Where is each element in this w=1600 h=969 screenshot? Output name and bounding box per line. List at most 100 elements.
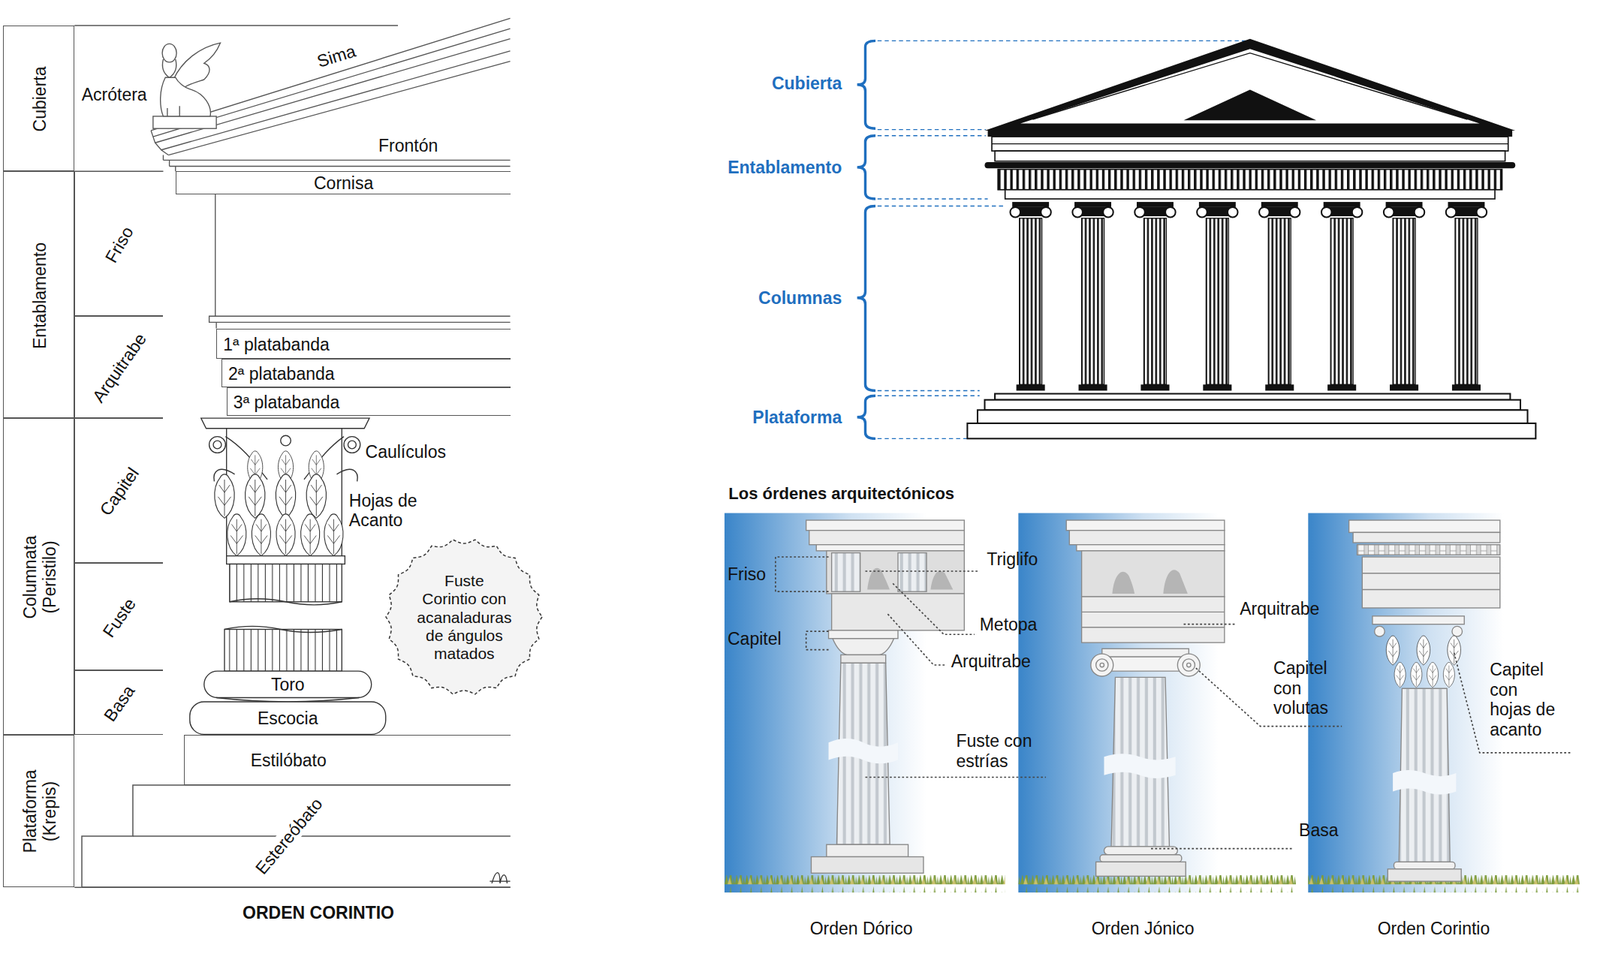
doric-order — [816, 545, 965, 552]
corinthian-order — [1387, 869, 1462, 882]
temple-drawing — [991, 136, 1509, 151]
column-shaft — [229, 599, 342, 606]
ionic-order — [1102, 648, 1190, 657]
part-label: Capitel con volutas — [1273, 659, 1345, 719]
step-outline — [132, 836, 511, 838]
corinthian-capital — [251, 514, 271, 557]
corinthian-order — [1361, 573, 1500, 591]
acroterion-sphinx — [160, 77, 211, 117]
ionic-order — [1081, 611, 1225, 627]
ionic-order — [1111, 569, 1188, 594]
temple-drawing — [1009, 201, 1051, 391]
section-label: Plataforma — [752, 407, 842, 428]
corinthian-order — [1372, 616, 1465, 625]
section-bracket — [857, 40, 876, 439]
subsection-cell: Capitel — [74, 418, 163, 564]
leader-line — [1151, 848, 1294, 850]
temple-drawing — [967, 39, 1536, 440]
corinthian-order — [1394, 662, 1406, 688]
section-label: Entablamento — [727, 157, 842, 178]
ionic-order — [1090, 653, 1114, 677]
column-shaft — [226, 556, 346, 565]
pediment-drawing — [150, 18, 510, 172]
cell-text: Arquitrabe — [88, 329, 151, 407]
part-label: Basa — [1298, 820, 1338, 841]
part-label: Capitel con hojas de acanto — [1489, 659, 1561, 740]
acroterion-sphinx — [153, 42, 221, 129]
section-label: Cubierta — [771, 73, 842, 94]
note-burst: Fuste Corintio con acanaladuras de ángul… — [384, 537, 544, 697]
acroterion-sphinx — [167, 105, 180, 117]
temple-drawing — [994, 394, 1510, 401]
temple-drawing — [1005, 189, 1495, 199]
signature — [489, 873, 510, 884]
ionic-order — [1099, 855, 1182, 863]
part-label: Arquitrabe — [1239, 599, 1320, 619]
column-base — [189, 702, 386, 735]
column-base — [216, 698, 359, 703]
doric-order — [897, 553, 927, 593]
doric-order — [828, 630, 898, 639]
leader-line — [1454, 653, 1572, 754]
frieze-wall — [209, 316, 511, 329]
cell-text: Basa — [99, 681, 139, 726]
ionic-order — [1076, 545, 1225, 552]
column-shaft — [224, 626, 342, 633]
part-label: Triglifo — [986, 549, 1038, 570]
doric-order — [809, 530, 965, 546]
ionic-order — [1066, 520, 1225, 531]
sky-panel — [1307, 513, 1580, 894]
corinthian-capital — [245, 474, 266, 519]
column-shaft — [224, 629, 342, 672]
temple-drawing — [988, 130, 1513, 137]
ionic-order — [1187, 662, 1191, 667]
part-label: Arquitrabe — [951, 650, 1031, 671]
temple-drawing — [991, 143, 1509, 145]
frieze-wall — [209, 193, 511, 329]
doric-order — [840, 654, 886, 663]
doric-order — [826, 551, 965, 594]
cell-text: Estilóbato — [250, 750, 327, 771]
leader-line — [1184, 623, 1236, 626]
sky-panel — [724, 513, 1580, 894]
pediment-drawing — [162, 155, 510, 172]
doric-order — [831, 553, 861, 593]
doric-order — [826, 844, 909, 857]
section-bracket — [857, 40, 876, 129]
table-line — [74, 25, 398, 888]
section-cell: Cubierta — [3, 25, 75, 172]
corinthian-capital — [201, 418, 370, 556]
step-box: Estereóbato — [81, 785, 511, 888]
corinthian-order — [1386, 635, 1400, 666]
part-label: Acrótera — [81, 84, 148, 105]
ionic-order — [1081, 551, 1225, 597]
subsection-cell: Arquitrabe — [74, 316, 163, 419]
doric-order — [810, 857, 923, 874]
fascia-band: 3ª platabanda — [226, 387, 511, 416]
section-label: Columnas — [758, 288, 842, 308]
cell-text: 2ª platabanda — [228, 364, 335, 384]
temple-drawing — [1259, 201, 1300, 391]
part-label: Metopa — [979, 614, 1038, 635]
order-caption: Orden Jónico — [1091, 919, 1195, 939]
subsection-cell: Friso — [74, 171, 163, 317]
ionic-order — [1081, 596, 1225, 643]
corinthian-capital — [306, 474, 326, 519]
corinthian-capital — [301, 514, 320, 557]
corinthian-capital — [201, 418, 370, 429]
section-cell: Entablamento — [3, 171, 75, 419]
leader-line — [892, 583, 975, 635]
corinthian-capital — [214, 474, 235, 519]
table-line — [74, 887, 82, 889]
temple-drawing — [1134, 201, 1176, 391]
doric-order — [806, 520, 965, 531]
ionic-order — [1103, 753, 1176, 779]
temple-drawing — [1446, 201, 1487, 391]
ionic-order — [1069, 530, 1225, 546]
temple-drawing — [1383, 201, 1425, 391]
doric-order — [831, 593, 965, 631]
step-outline — [81, 785, 511, 888]
section-heading: Los órdenes arquitectónicos — [728, 484, 955, 504]
section-bracket — [857, 206, 876, 392]
corinthian-order — [1374, 626, 1386, 637]
